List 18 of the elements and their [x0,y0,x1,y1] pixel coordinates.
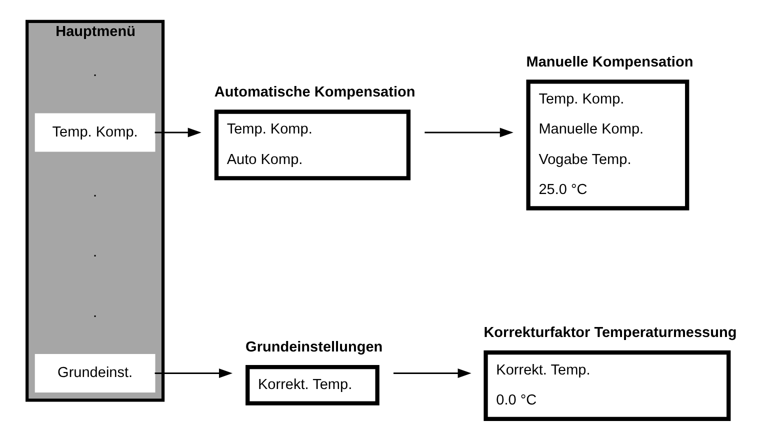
node-box: Korrekt. Temp. [246,364,380,405]
node-text: . [93,304,98,320]
node-text: . [93,184,98,200]
node-label: Automatische Kompensation [214,84,416,100]
arrow [424,127,514,137]
arrow [394,368,472,378]
node-box: Temp. Komp. Auto Komp. [214,109,411,180]
node-text: . [93,244,98,260]
node-text: . [93,64,98,80]
node-label: Manuelle Kompensation [526,54,694,70]
arrow [154,368,232,378]
arrow [154,127,202,137]
node-label: Korrekturfaktor Temperaturmessung [484,324,737,341]
node-box: Grundeinst. [34,354,156,392]
node-label: Grundeinstellungen [246,339,383,356]
node-box: Temp. Komp. Manuelle Komp. Vogabe Temp. 25.0 °C [526,79,690,210]
node-box: Temp. Komp. [34,112,156,152]
node-box: Korrekt. Temp. 0.0 °C [484,350,731,420]
